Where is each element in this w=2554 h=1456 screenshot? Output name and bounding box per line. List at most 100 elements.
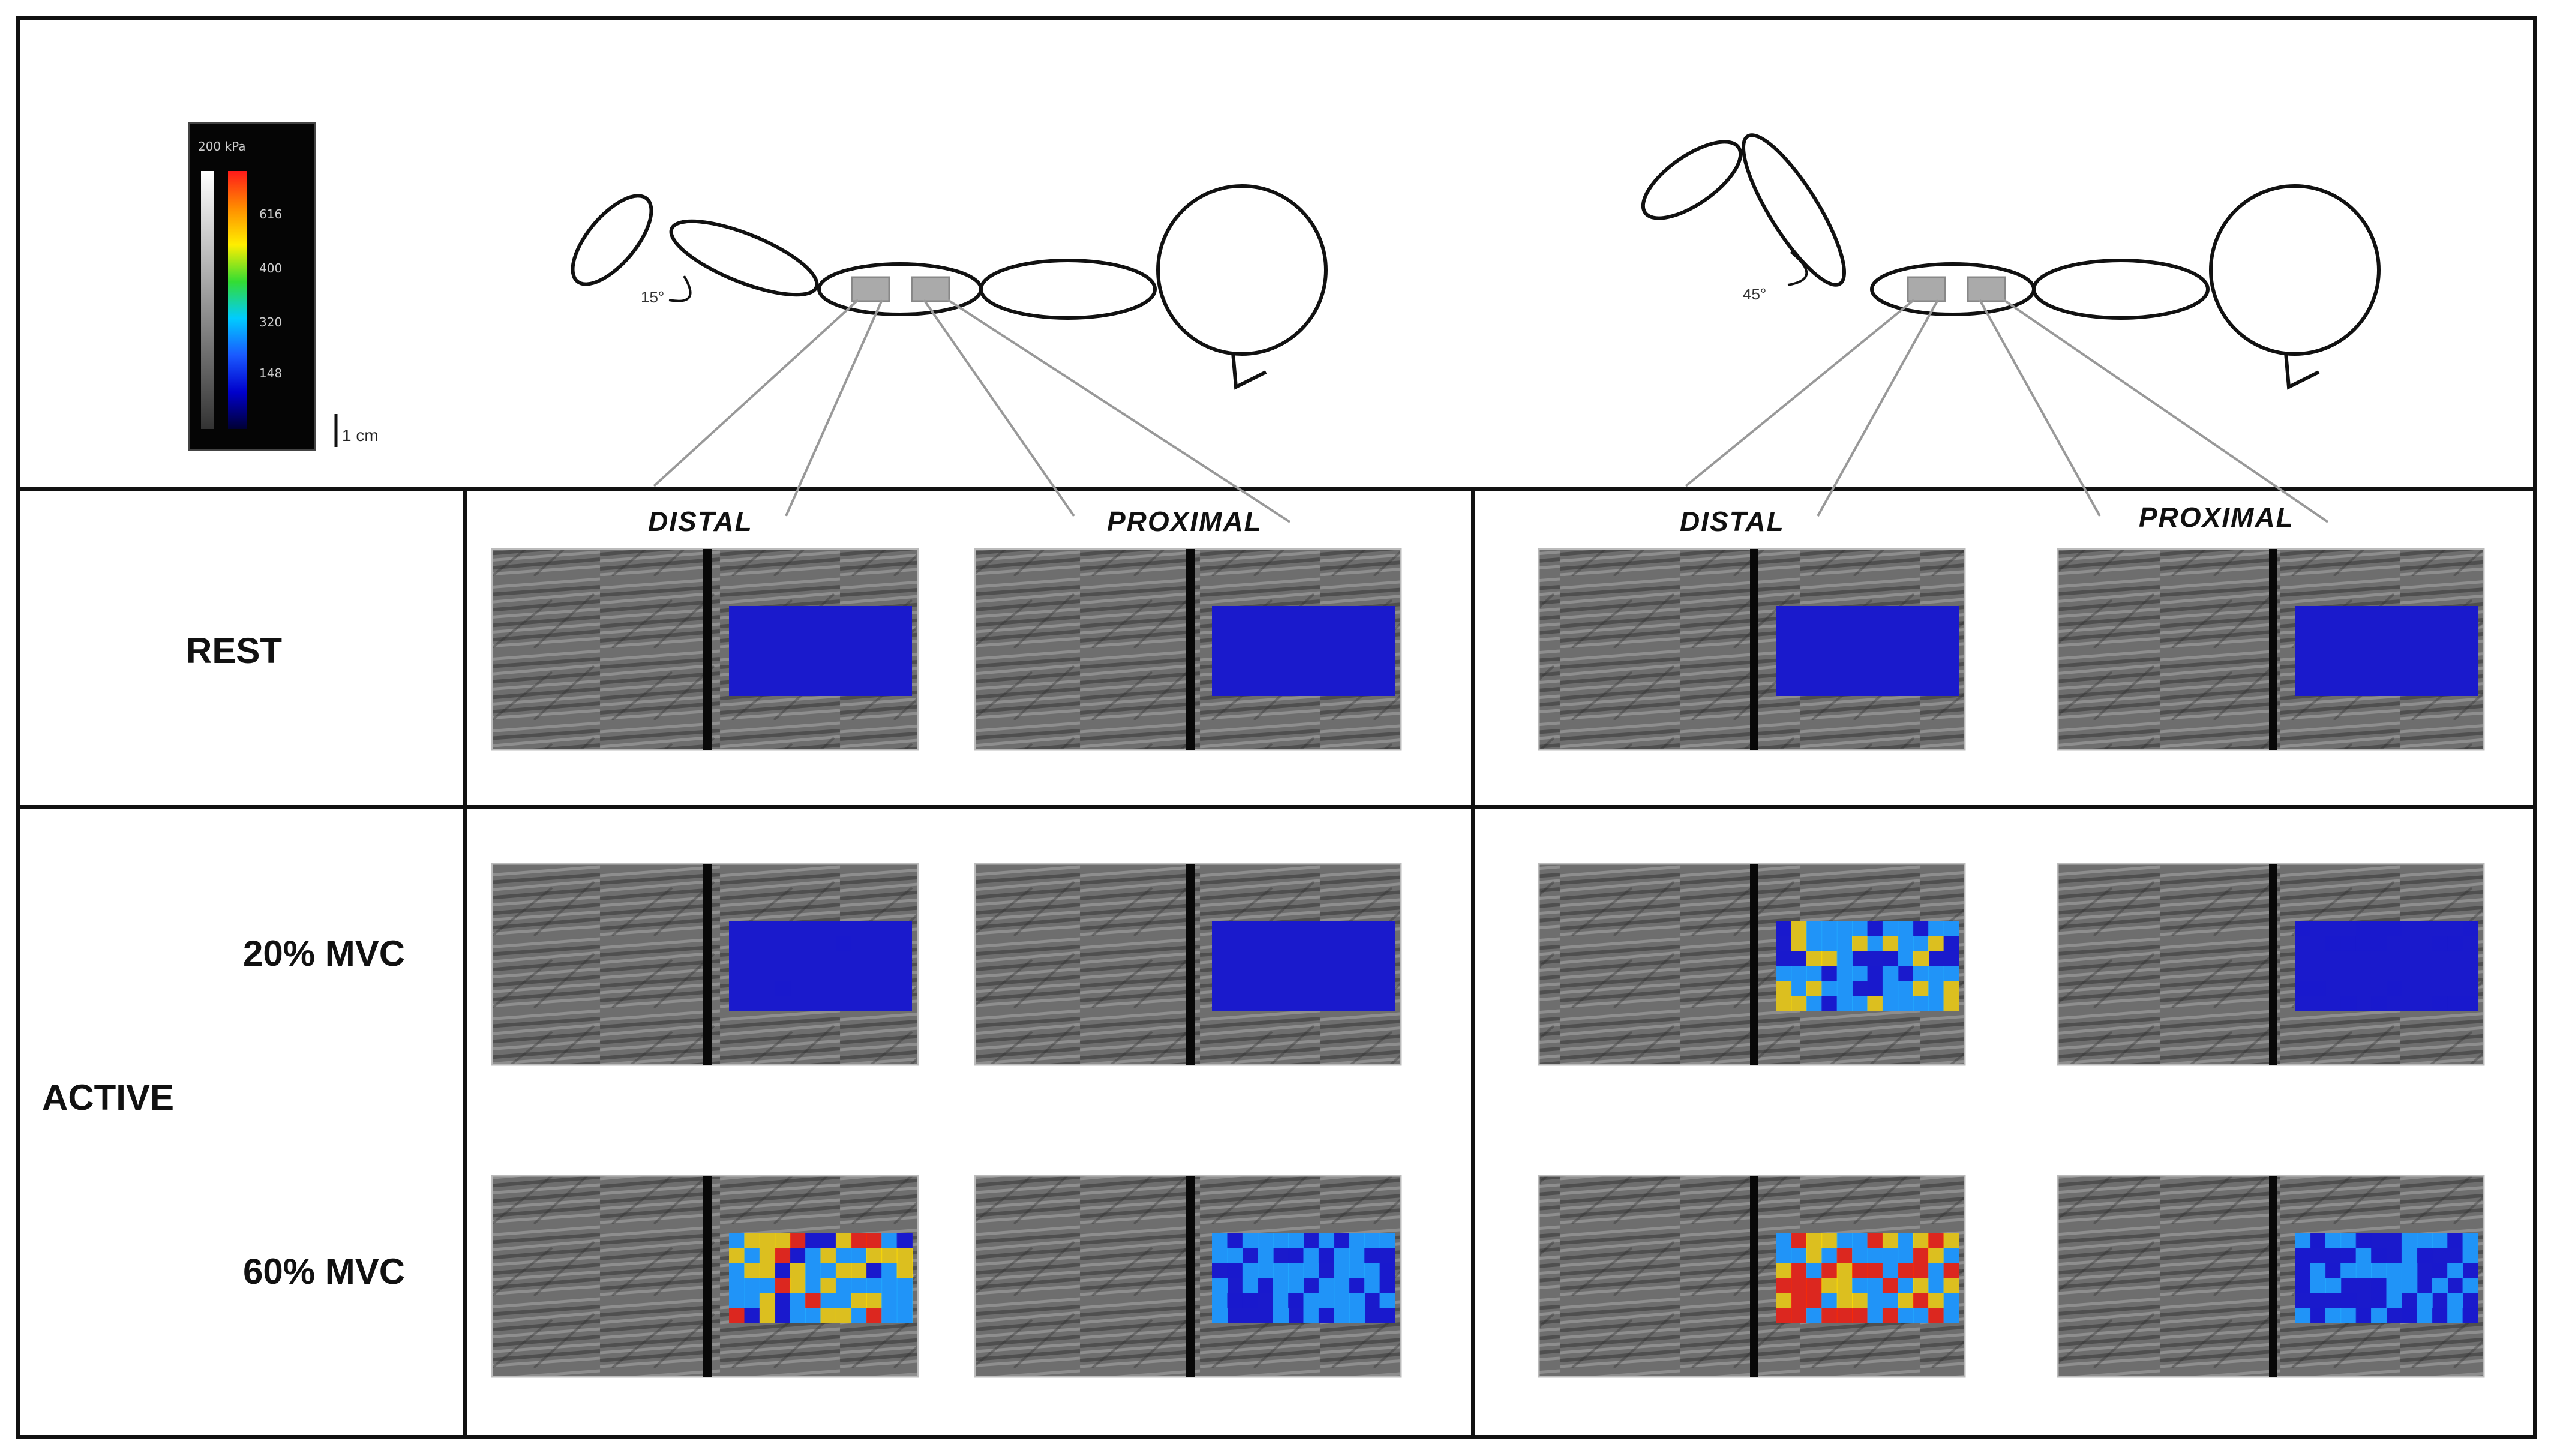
heat-cell [775,1248,791,1263]
heat-cell [790,1293,806,1308]
heat-cell [1943,1293,1959,1308]
heat-cell [790,1308,806,1323]
heat-cell [759,1233,776,1248]
heat-cell [1867,921,1883,936]
heat-cell [1913,1293,1929,1308]
heat-cell [775,1233,791,1248]
heat-cell [1791,936,1807,951]
heat-cell [1288,1293,1304,1308]
heat-cell [1928,921,1944,936]
heat-cell [1806,1248,1823,1263]
heat-cell [851,1278,867,1293]
heat-cell [1242,1233,1259,1248]
heat-cell [1943,936,1959,951]
colorbar-tick-label: 148 [259,366,283,380]
heat-cell [1836,921,1853,936]
heat-cell [1349,1233,1365,1248]
heat-cell [1867,996,1883,1011]
heat-cell [1806,966,1823,981]
heat-cell [1379,1263,1395,1278]
heat-cell [790,1233,806,1248]
heat-cell [1776,1278,1792,1293]
foot-shape [571,194,653,286]
heat-cell [1943,1308,1959,1323]
heat-cell [1943,1278,1959,1293]
probe-proximal [1967,276,2006,302]
heat-cell [2340,996,2357,1011]
heat-cell [1852,1248,1868,1263]
heat-cell [2371,1248,2387,1263]
heat-cell [1867,1263,1883,1278]
heat-cell [2371,1263,2387,1278]
shank-shape [669,219,819,297]
heat-cell [1836,981,1853,996]
heat-cell [1821,1293,1838,1308]
heat-cell [805,1248,821,1263]
heat-cell [1867,966,1883,981]
heat-cell [2295,921,2311,936]
heat-cell [2355,1248,2372,1263]
panel-divider [1186,864,1195,1065]
heat-cell [1898,1293,1914,1308]
heat-cell [1776,981,1792,996]
heat-cell [866,1263,883,1278]
heat-cell [1334,1293,1350,1308]
heat-cell [881,1263,898,1278]
heat-cell [2325,1278,2342,1293]
heat-cell [1913,996,1929,1011]
heat-cell [1791,1248,1807,1263]
heat-cell [1821,996,1838,1011]
heat-cell [1928,936,1944,951]
heat-cell [2417,1233,2433,1248]
heat-cell [790,1248,806,1263]
heat-cell [1791,996,1807,1011]
heat-cell [820,1248,836,1263]
column-label-proximal-45: PROXIMAL [2139,502,2294,533]
heat-cell [1212,1293,1228,1308]
heat-cell [1898,1278,1914,1293]
heat-cell [2295,1263,2311,1278]
heat-cell [759,1278,776,1293]
ultrasound-panels [491,548,2485,1378]
heat-cell [2371,1278,2387,1293]
heat-cell [2325,936,2342,951]
heat-cell [1242,1263,1259,1278]
heat-cell [896,1278,913,1293]
heat-cell [2340,1248,2357,1263]
heat-cell [866,1293,883,1308]
colorbar-tick-label: 320 [259,315,283,329]
heat-cell [2401,1263,2418,1278]
heat-cell [729,1293,745,1308]
heat-cell [1806,951,1823,966]
heat-cell [1928,966,1944,981]
head-shape [1156,184,1328,356]
ultrasound-panel-rest-1 [491,548,919,751]
heat-cell [2295,1233,2311,1248]
heat-cell [1776,1263,1792,1278]
heat-cell [1882,936,1899,951]
heat-cell [1867,1308,1883,1323]
elastography-box [1776,606,1959,696]
row-label-active: ACTIVE [42,1077,175,1118]
heat-cell [2462,1278,2478,1293]
heat-cell [866,1308,883,1323]
heat-cell [2295,1278,2311,1293]
heat-cell [1379,1278,1395,1293]
heat-cell [2432,1278,2448,1293]
heat-cell [820,1233,836,1248]
heat-cell [1913,966,1929,981]
heat-cell [1791,966,1807,981]
ultrasound-panel-mvc60-1 [491,1175,919,1378]
heat-cell [1303,1308,1319,1323]
heat-cell [729,1233,745,1248]
heat-cell [1913,936,1929,951]
heat-cell [1898,1308,1914,1323]
heat-cell [744,1278,760,1293]
heat-cell [2462,1248,2478,1263]
heat-cell [1349,1248,1365,1263]
heat-cell [1943,1263,1959,1278]
heat-cell [1806,1233,1823,1248]
heat-cell [1821,966,1838,981]
heat-cell [1791,1293,1807,1308]
